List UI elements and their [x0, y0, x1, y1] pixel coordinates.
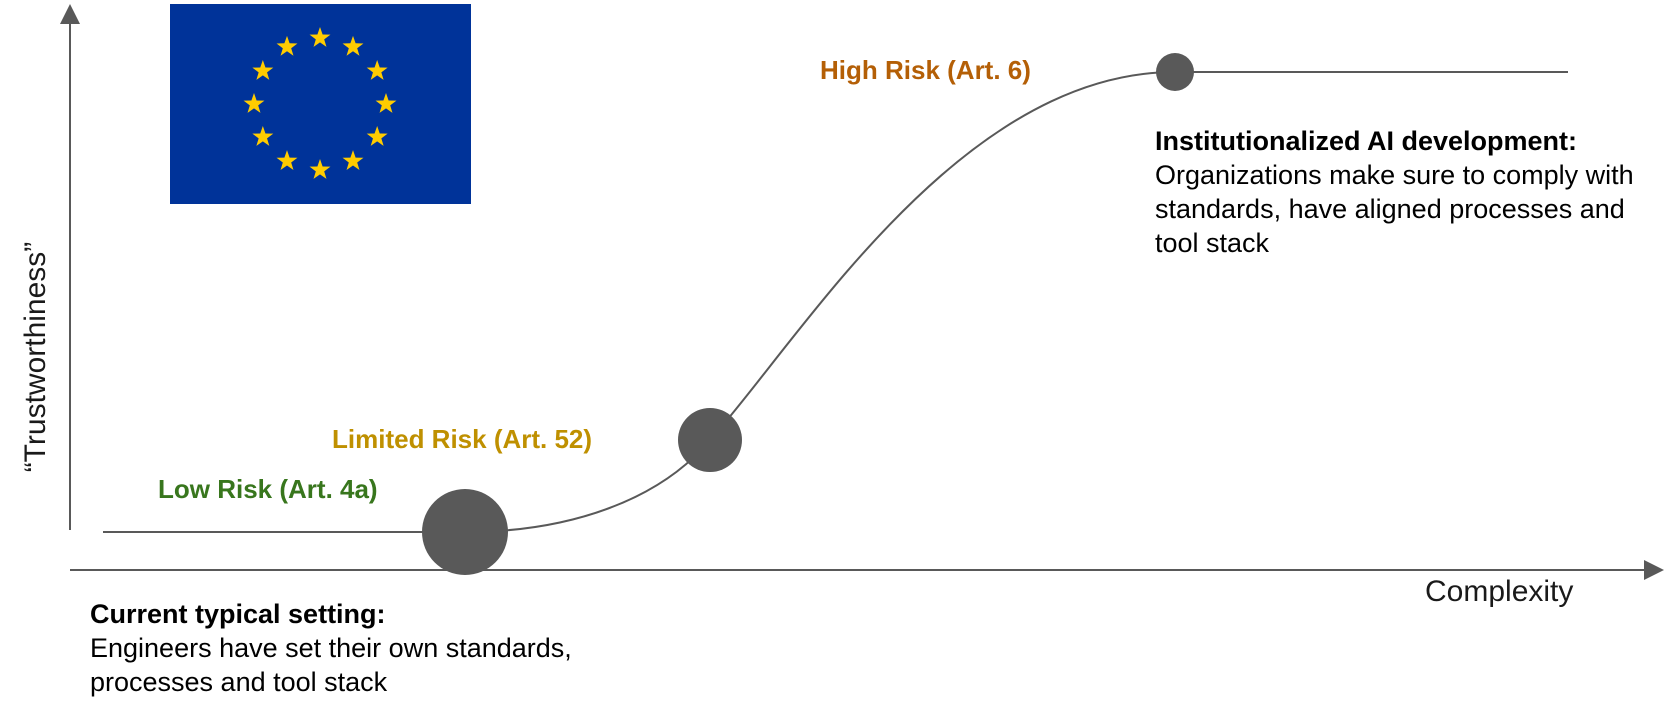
flag-star-icon: [276, 150, 298, 171]
flag-star-icon: [342, 150, 364, 171]
x-axis-label: Complexity: [1425, 575, 1574, 608]
flag-star-icon: [366, 60, 388, 80]
current-setting-title: Current typical setting:: [90, 599, 386, 629]
current-setting-note: Current typical setting: Engineers have …: [90, 597, 650, 699]
high-risk-marker: [1156, 53, 1194, 91]
flag-star-icon: [252, 126, 274, 146]
low-risk-marker: [422, 489, 508, 575]
y-axis-label: “Trustworthiness”: [19, 241, 52, 473]
institutional-title: Institutionalized AI development:: [1155, 126, 1578, 156]
institutional-body: Organizations make sure to comply with s…: [1155, 160, 1634, 258]
eu-flag-icon: [170, 4, 471, 204]
flag-star-icon: [243, 93, 265, 113]
high-risk-label: High Risk (Art. 6): [820, 55, 1031, 85]
trust-curve: [103, 71, 1568, 533]
low-risk-label: Low Risk (Art. 4a): [158, 474, 378, 504]
flag-star-icon: [366, 126, 388, 146]
flag-star-icon: [276, 35, 298, 56]
flag-star-icon: [342, 35, 364, 56]
flag-star-icon: [309, 159, 331, 179]
flag-star-icon: [252, 60, 274, 80]
current-setting-body: Engineers have set their own standards, …: [90, 633, 572, 697]
limited-risk-label: Limited Risk (Art. 52): [332, 424, 593, 454]
flag-star-icon: [375, 93, 397, 113]
flag-star-icon: [309, 27, 331, 47]
institutional-note: Institutionalized AI development: Organi…: [1155, 124, 1660, 260]
limited-risk-marker: [678, 408, 742, 472]
